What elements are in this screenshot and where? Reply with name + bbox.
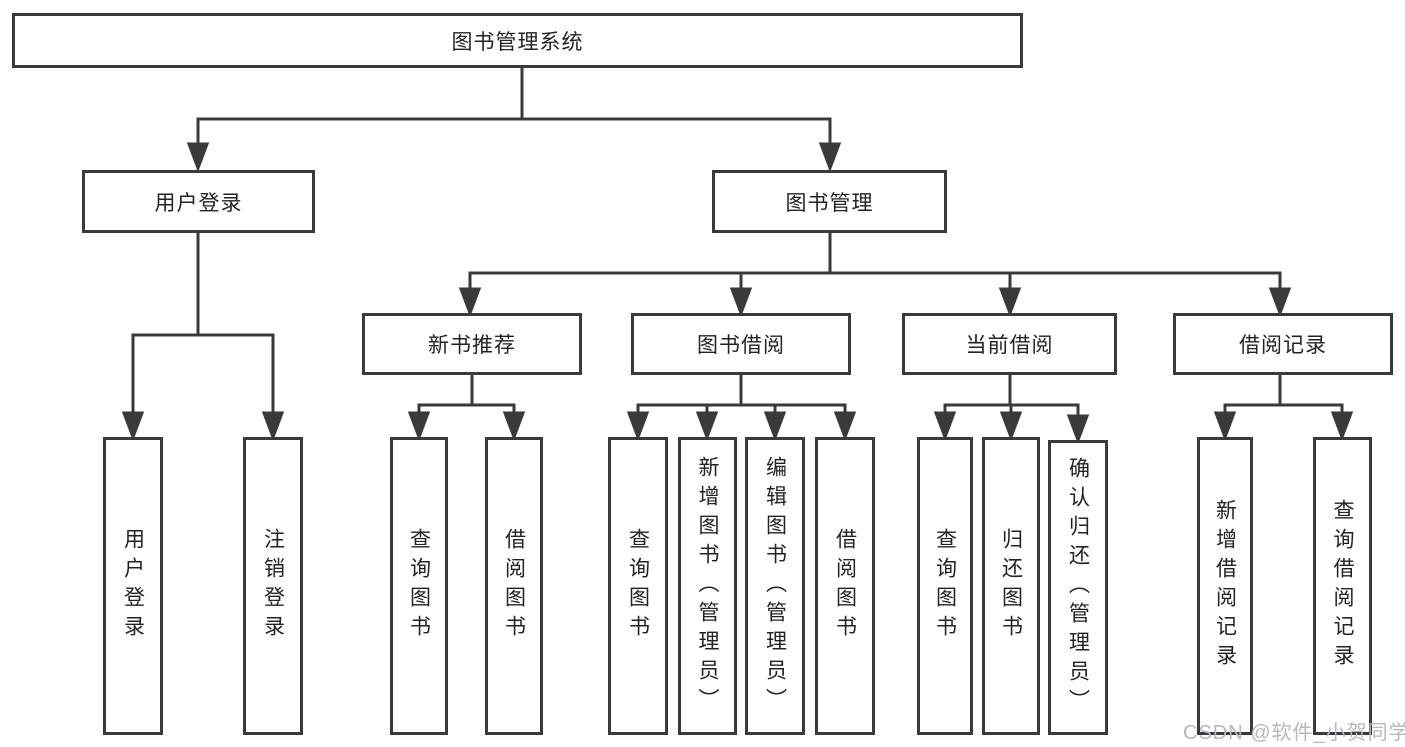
node-label: 图书管理系统 bbox=[451, 30, 584, 54]
leaf-label: 编辑图书（管理员） bbox=[763, 455, 787, 717]
leaf-label: 借阅图书 bbox=[502, 528, 526, 644]
connector-login-to-leaves bbox=[121, 233, 285, 442]
leaf-records-query-record: 查询借阅记录 bbox=[1313, 437, 1372, 735]
node-label: 新书推荐 bbox=[428, 334, 516, 357]
node-label: 图书借阅 bbox=[697, 334, 785, 357]
leaf-label: 归还图书 bbox=[999, 528, 1023, 644]
leaf-label: 查询图书 bbox=[626, 528, 650, 644]
leaf-borrow-add-books-admin: 新增图书（管理员） bbox=[678, 437, 737, 735]
csdn-watermark: CSDN @软件_小贺同学 bbox=[1183, 722, 1405, 744]
node-new-book-recommend: 新书推荐 bbox=[362, 313, 582, 375]
connector-borrow-to-leaves bbox=[626, 375, 857, 442]
node-label: 图书管理 bbox=[785, 191, 874, 215]
leaf-label: 确认归还（管理员） bbox=[1066, 457, 1090, 718]
node-book-borrow: 图书借阅 bbox=[631, 313, 851, 375]
connector-mgmt-to-level3 bbox=[458, 233, 1292, 318]
connector-records-to-leaves bbox=[1213, 375, 1354, 442]
leaf-newbook-borrow-books: 借阅图书 bbox=[485, 437, 543, 735]
leaf-records-add-record: 新增借阅记录 bbox=[1197, 437, 1253, 735]
node-user-login: 用户登录 bbox=[82, 170, 315, 233]
connector-newbook-to-leaves bbox=[407, 375, 526, 442]
leaf-current-confirm-return-admin: 确认归还（管理员） bbox=[1048, 440, 1108, 735]
leaf-label: 用户登录 bbox=[121, 528, 145, 644]
leaf-label: 查询图书 bbox=[407, 528, 431, 644]
node-label: 当前借阅 bbox=[965, 334, 1054, 357]
node-label: 用户登录 bbox=[154, 191, 243, 215]
node-book-management: 图书管理 bbox=[712, 170, 947, 233]
leaf-label: 查询图书 bbox=[933, 528, 957, 644]
leaf-borrow-borrow-books: 借阅图书 bbox=[815, 437, 875, 735]
leaf-borrow-edit-books-admin: 编辑图书（管理员） bbox=[745, 437, 805, 735]
node-borrow-records: 借阅记录 bbox=[1173, 313, 1393, 375]
connector-root-to-level2 bbox=[186, 68, 842, 173]
leaf-label: 注销登录 bbox=[261, 528, 285, 644]
leaf-newbook-query-books: 查询图书 bbox=[390, 437, 448, 735]
connector-current-to-leaves bbox=[933, 375, 1090, 445]
leaf-borrow-query-books: 查询图书 bbox=[608, 437, 668, 735]
node-system-root: 图书管理系统 bbox=[12, 13, 1023, 68]
leaf-label: 新增借阅记录 bbox=[1213, 499, 1237, 673]
leaf-current-query-books: 查询图书 bbox=[917, 437, 973, 735]
leaf-user-login: 用户登录 bbox=[103, 437, 163, 735]
leaf-label: 借阅图书 bbox=[833, 528, 857, 644]
leaf-logout: 注销登录 bbox=[243, 437, 303, 735]
leaf-label: 查询借阅记录 bbox=[1331, 499, 1354, 673]
leaf-current-return-books: 归还图书 bbox=[982, 437, 1040, 735]
node-current-borrow: 当前借阅 bbox=[902, 313, 1117, 375]
node-label: 借阅记录 bbox=[1239, 334, 1327, 357]
leaf-label: 新增图书（管理员） bbox=[696, 455, 719, 717]
